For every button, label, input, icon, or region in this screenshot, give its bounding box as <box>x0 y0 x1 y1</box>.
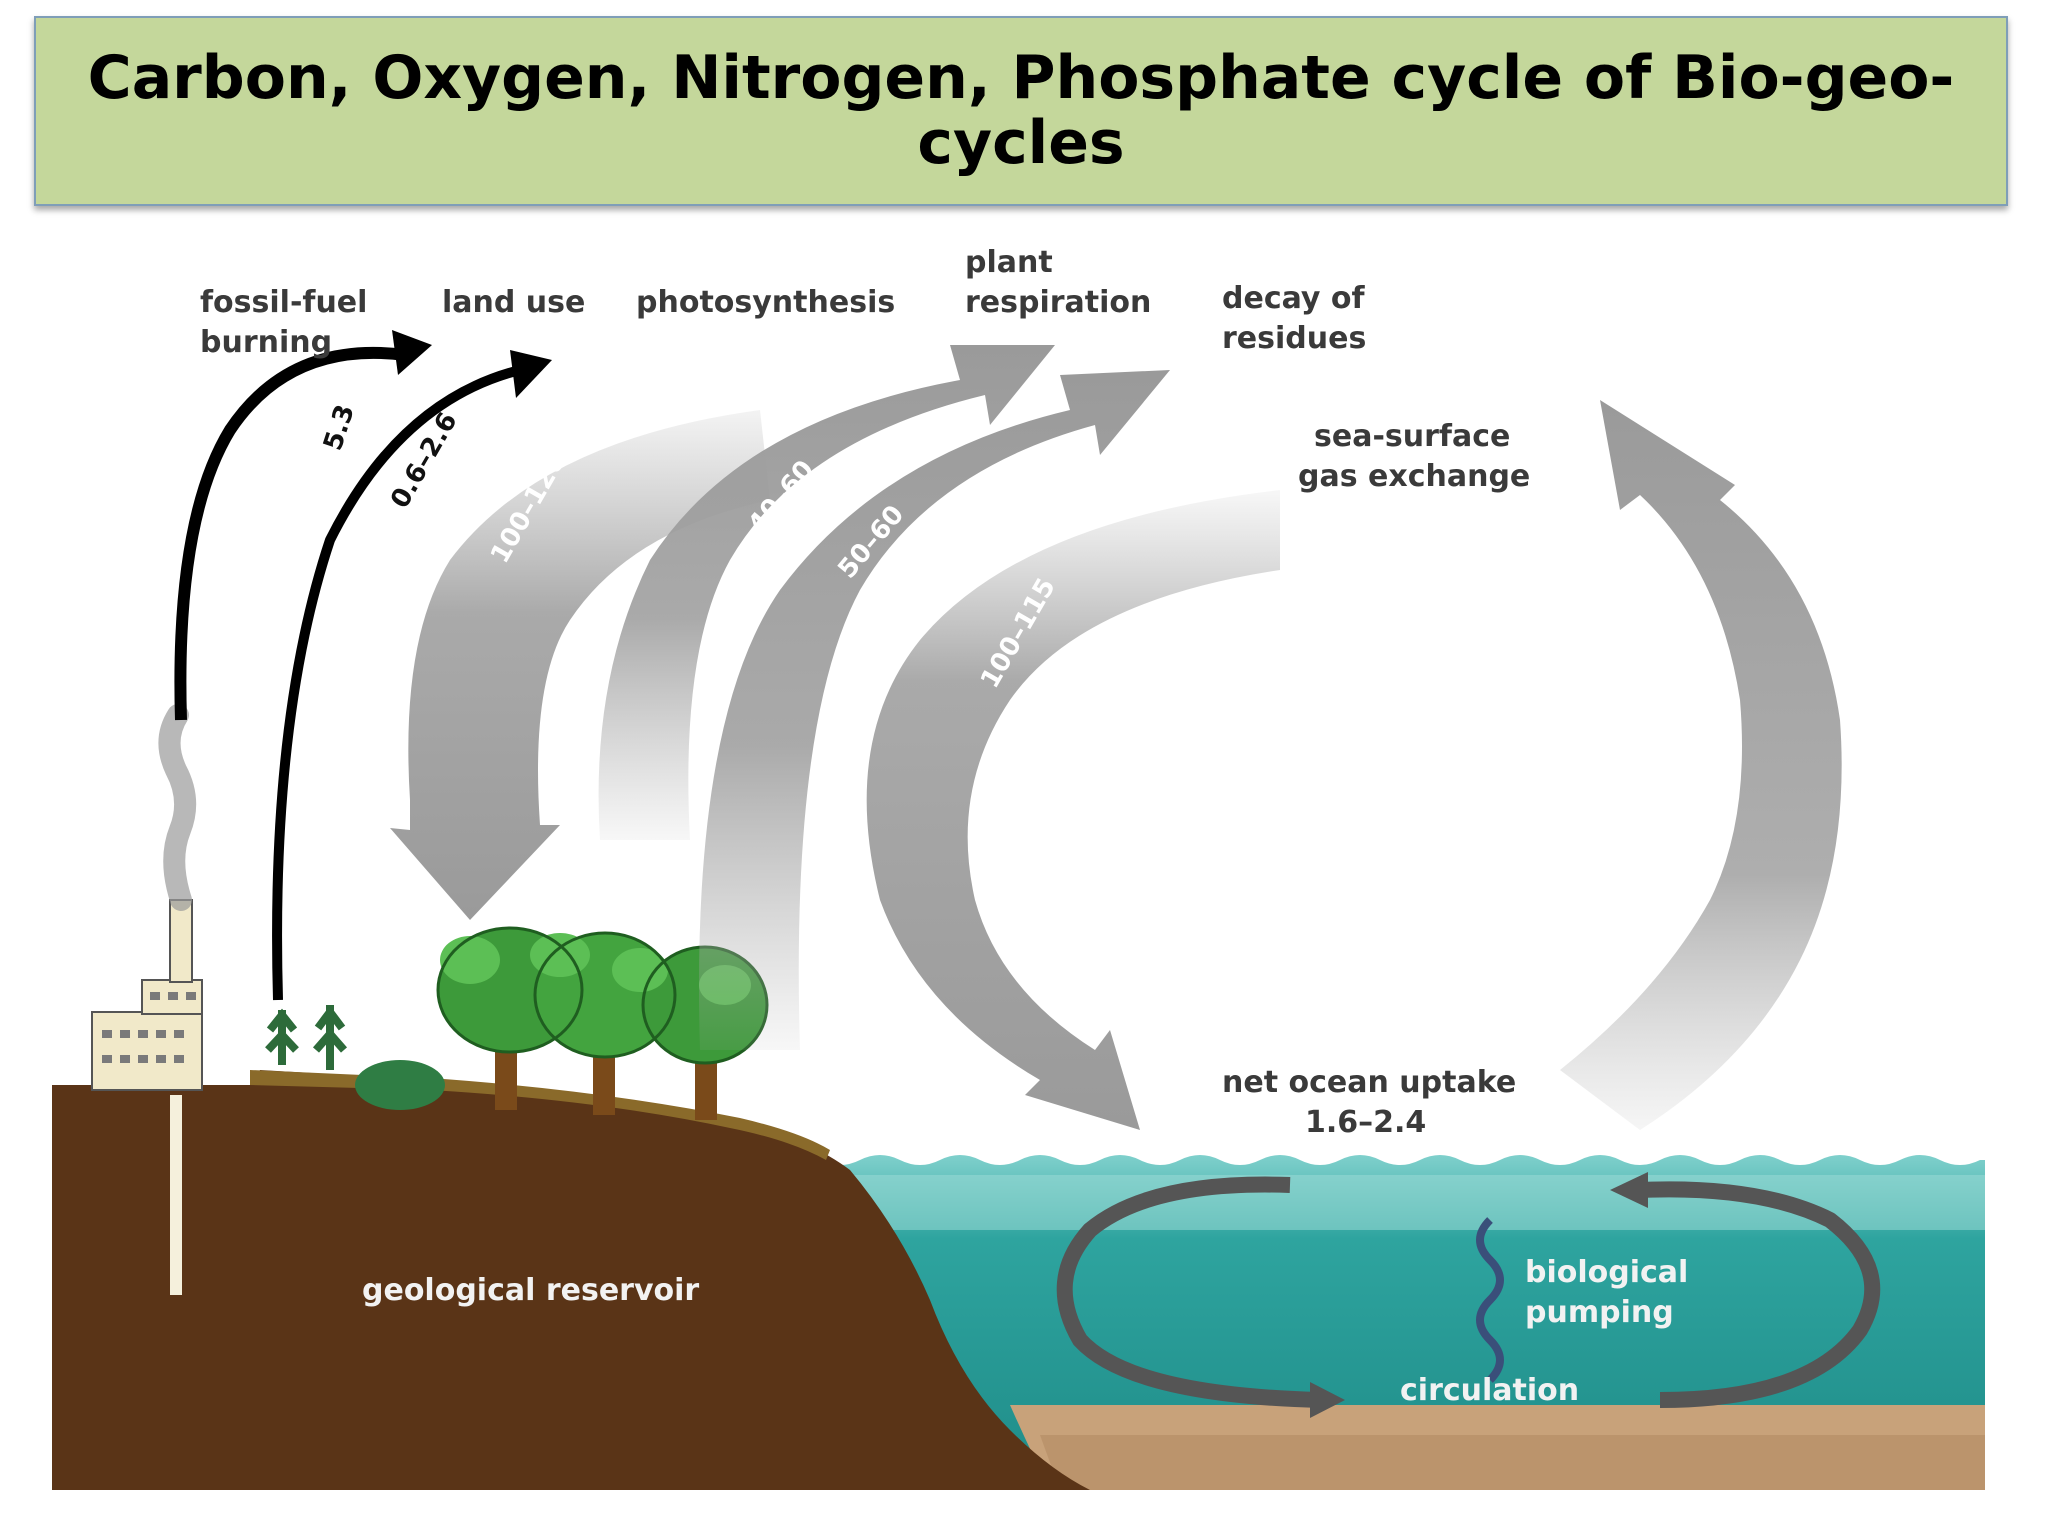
label-decay-1: decay of <box>1222 281 1366 316</box>
ocean-release-arrow <box>1560 400 1842 1130</box>
plant-respiration-arrow <box>598 345 1055 840</box>
label-biological-1: biological <box>1525 1255 1688 1290</box>
label-circulation: circulation <box>1400 1373 1579 1408</box>
label-geological-reservoir: geological reservoir <box>362 1273 699 1308</box>
label-fossil-fuel-2: burning <box>200 325 332 360</box>
circulation-loop-right <box>1639 1181 1881 1408</box>
title-banner: Carbon, Oxygen, Nitrogen, Phosphate cycl… <box>34 16 2008 206</box>
oil-well-pipe <box>170 1095 182 1295</box>
biological-pumping-icon <box>1476 1217 1504 1383</box>
label-land-use: land use <box>442 285 585 320</box>
page-title: Carbon, Oxygen, Nitrogen, Phosphate cycl… <box>87 43 1955 178</box>
land-use-arrow <box>272 365 522 1001</box>
fossil-fuel-arrow <box>174 346 406 721</box>
label-decay-2: residues <box>1222 321 1366 356</box>
circulation-loop-left <box>1056 1176 1321 1408</box>
photosynthesis-arrow <box>390 410 770 920</box>
label-plant-respiration-1: plant <box>965 245 1053 280</box>
label-biological-2: pumping <box>1525 1295 1674 1330</box>
circulation-arrowhead-left <box>1310 1382 1345 1418</box>
ocean-surface-band <box>820 1175 1985 1230</box>
sea-floor-shade <box>1040 1435 1985 1490</box>
land <box>52 1070 1090 1490</box>
crop-plants <box>265 1005 445 1110</box>
label-net-ocean-uptake-1: net ocean uptake <box>1222 1065 1516 1100</box>
label-plant-respiration-2: respiration <box>965 285 1151 320</box>
label-net-ocean-uptake-2: 1.6–2.4 <box>1305 1105 1426 1140</box>
decay-arrow <box>699 370 1170 1050</box>
flux-fossil-fuel: 5.3 <box>318 401 361 454</box>
label-sea-surface-1: sea-surface <box>1314 419 1510 454</box>
label-fossil-fuel-1: fossil-fuel <box>200 285 367 320</box>
circulation-arrowhead-right <box>1610 1172 1648 1208</box>
fossil-fuel-arrowhead <box>392 330 432 375</box>
factory <box>91 704 203 1091</box>
label-sea-surface-2: gas exchange <box>1298 459 1530 494</box>
ocean-uptake-arrow <box>866 490 1280 1130</box>
land-use-arrowhead <box>510 350 552 398</box>
label-photosynthesis: photosynthesis <box>636 285 895 320</box>
